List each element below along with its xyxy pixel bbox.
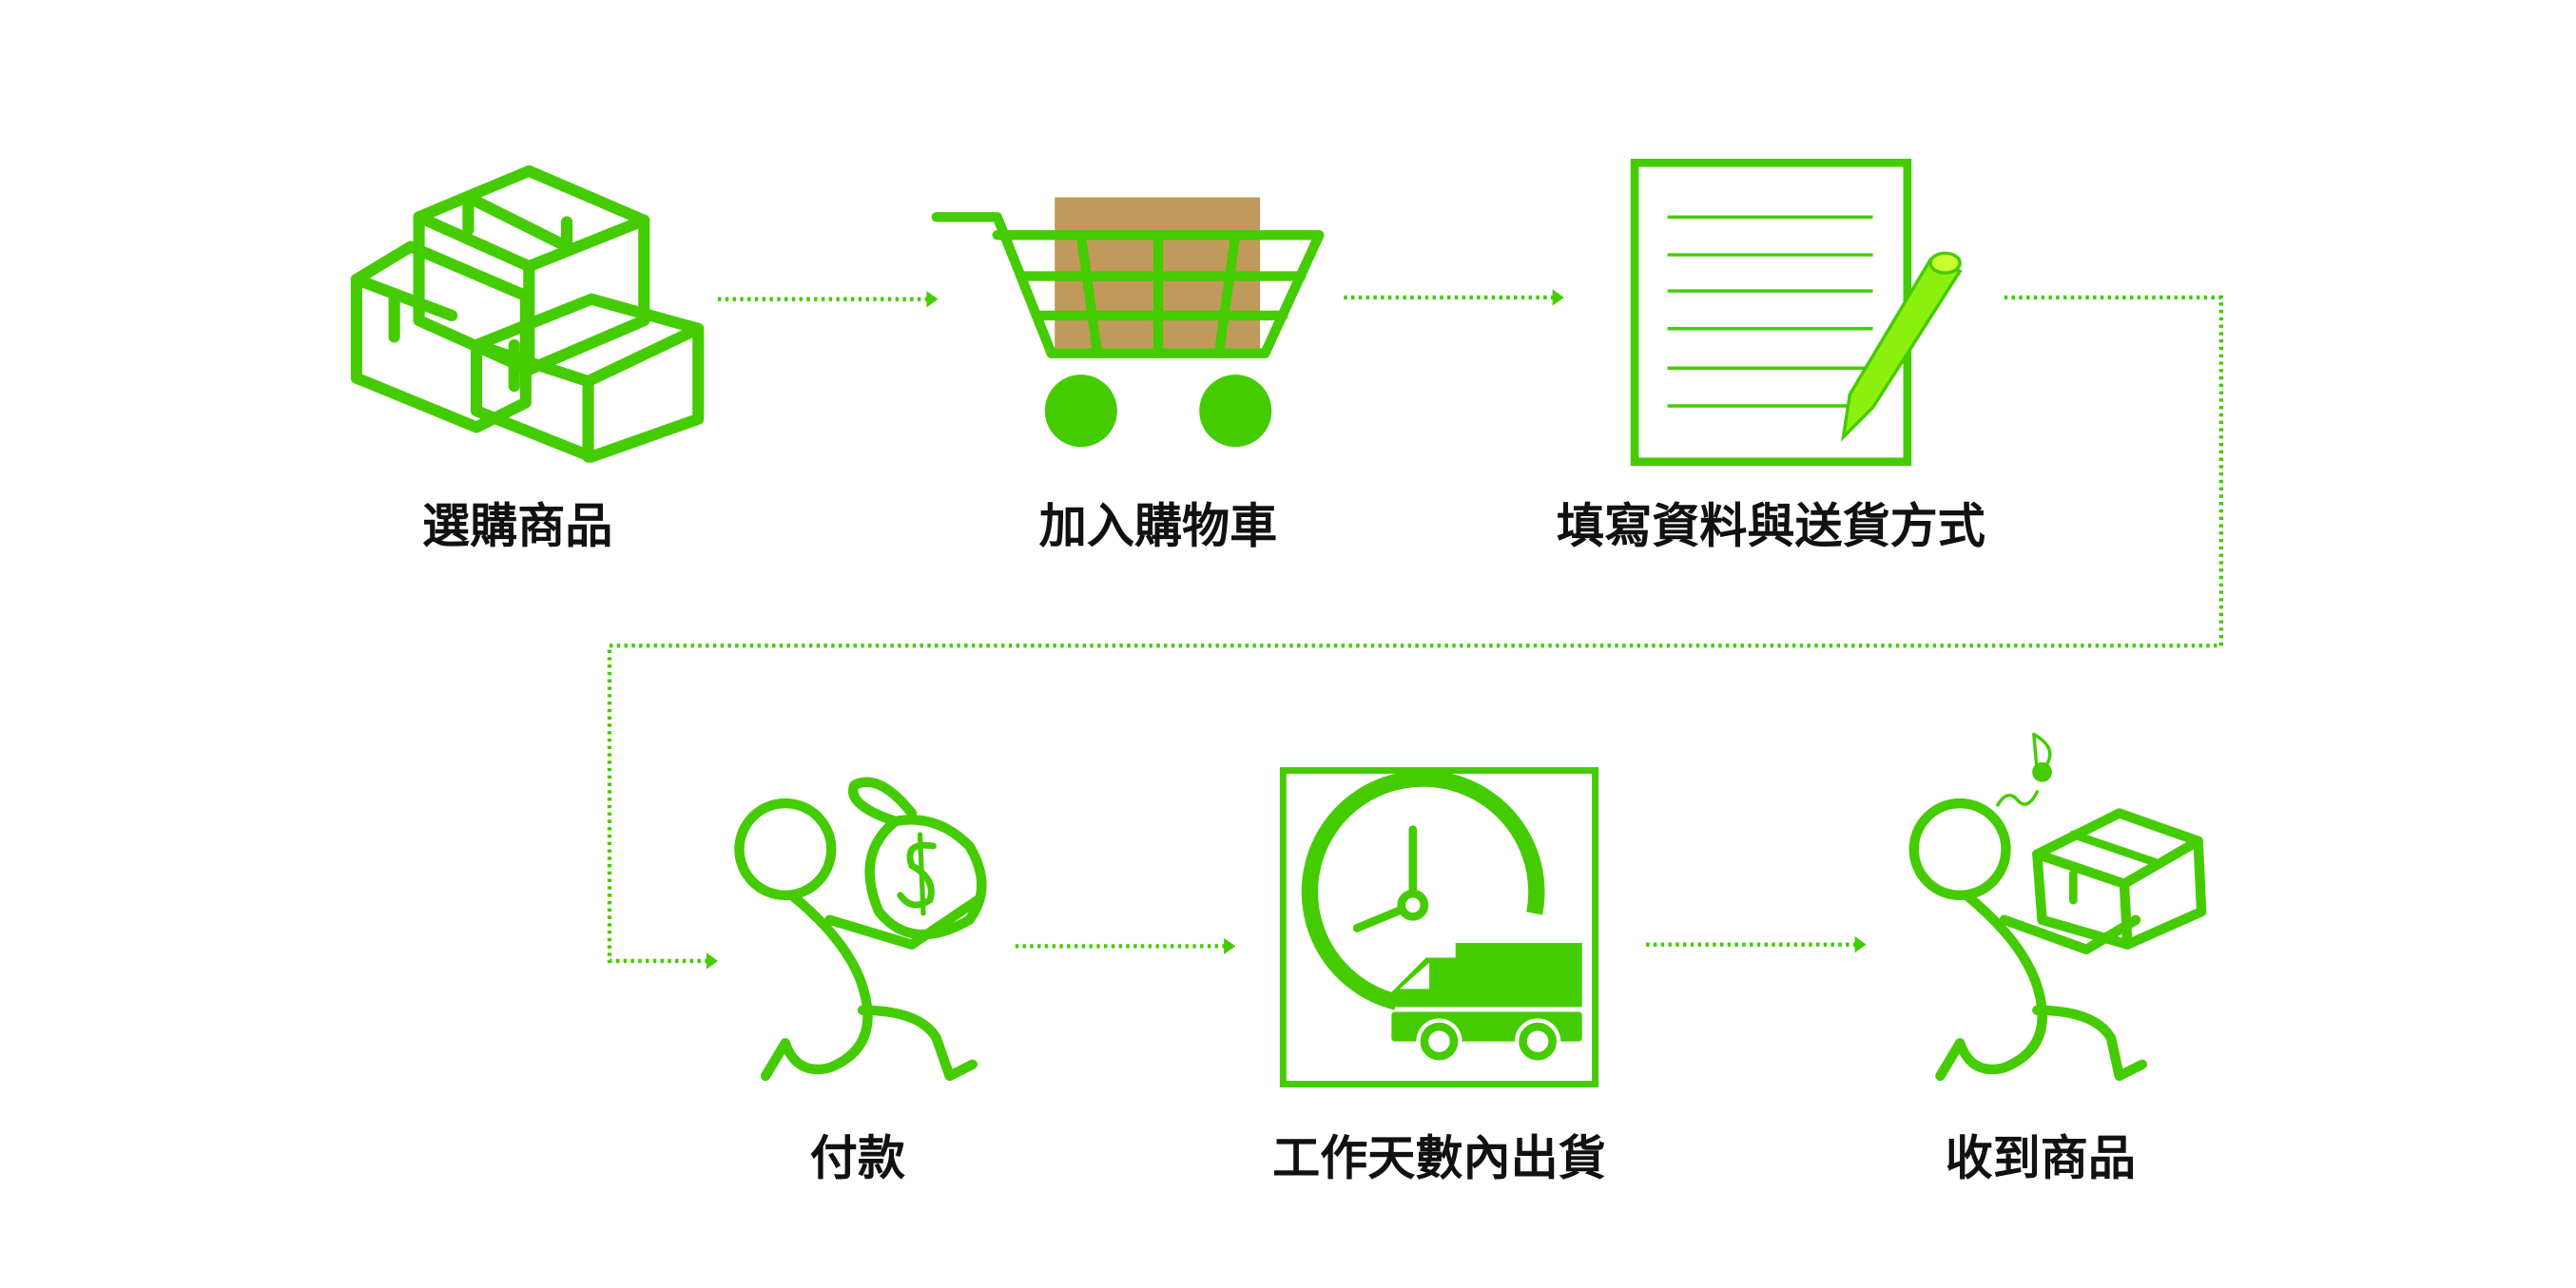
running-person-money-bag-icon (734, 777, 987, 1082)
flow-connectors (607, 289, 2223, 970)
shopping-cart-icon (931, 197, 1325, 448)
step-label-payment: 付款 (810, 1130, 906, 1186)
clock-truck-icon (1279, 767, 1599, 1087)
pencil-icon (1840, 258, 1963, 442)
step-label-add-to-cart: 加入購物車 (1039, 497, 1277, 553)
step-label-ship-within-workdays: 工作天數內出貨 (1272, 1130, 1606, 1186)
step-label-select-products: 選購商品 (422, 497, 612, 553)
running-person-package-icon (1908, 732, 2207, 1082)
boxes-icon (350, 164, 705, 463)
form-pencil-icon (1630, 158, 1963, 467)
step-label-receive-products: 收到商品 (1946, 1130, 2136, 1186)
step-label-fill-info-shipping: 填寫資料與送貨方式 (1557, 497, 1985, 553)
